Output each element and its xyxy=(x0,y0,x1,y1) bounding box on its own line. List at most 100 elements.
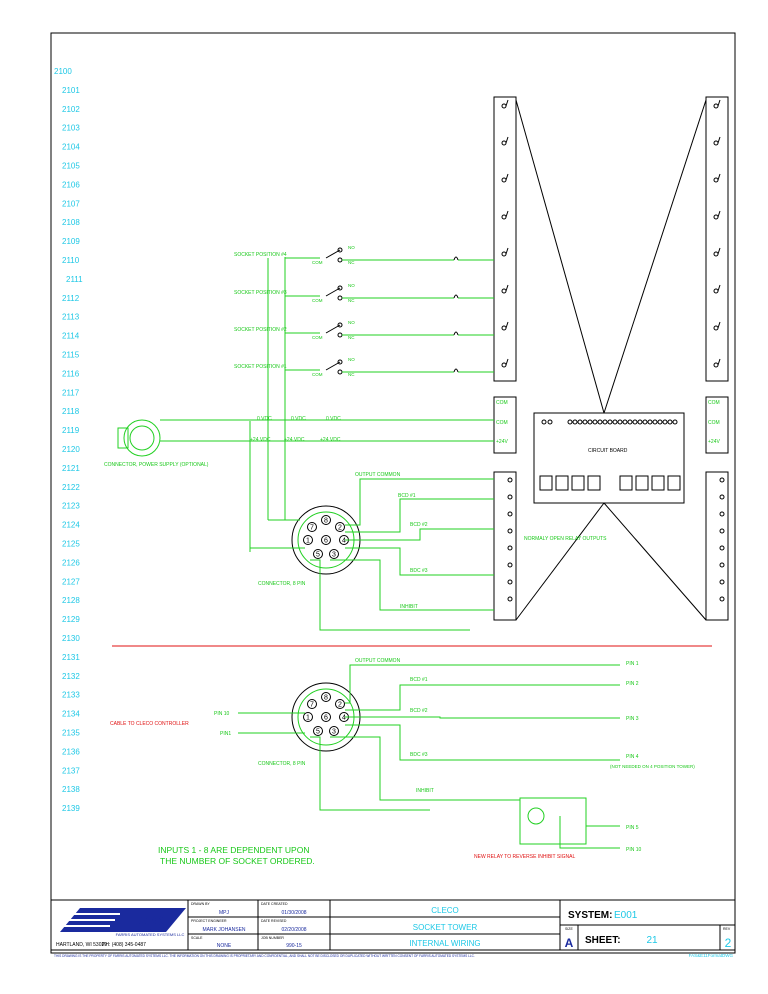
connector-8pin-label: CONNECTOR, 8 PIN xyxy=(258,761,306,767)
supply-voltage-label: 0 VDC xyxy=(257,416,272,422)
line-number: 2123 xyxy=(62,502,80,511)
connector-power-label: CONNECTOR, POWER SUPPLY (OPTIONAL) xyxy=(104,462,209,468)
output-common-label: OUTPUT COMMON xyxy=(355,472,401,478)
line-number: 2116 xyxy=(62,369,80,378)
fas-logo xyxy=(60,908,186,932)
size-value: A xyxy=(565,936,574,950)
relay-no-label: NO xyxy=(348,357,355,362)
line-number: 2110 xyxy=(62,256,80,265)
pin-label: PIN1 xyxy=(220,731,231,737)
drawing-title: CLECO xyxy=(431,906,459,915)
svg-text:5: 5 xyxy=(316,729,320,736)
pin-label: PIN 5 xyxy=(626,825,639,831)
page-border xyxy=(50,32,736,954)
circuit-board xyxy=(533,412,685,504)
socket-position-label: SOCKET POSITION #1 xyxy=(234,364,287,370)
rev-value: 2 xyxy=(725,936,732,950)
relay-nc-label: NC xyxy=(348,372,355,377)
line-number: 2120 xyxy=(62,445,80,454)
line-number: 2130 xyxy=(62,634,80,643)
logo-text: FAS xyxy=(126,913,165,935)
line-number: 2138 xyxy=(62,785,80,794)
svg-text:6: 6 xyxy=(324,538,328,545)
date-created-label: DATE CREATED xyxy=(261,902,288,906)
line-number: 2118 xyxy=(62,407,80,416)
line-number: 2124 xyxy=(62,521,80,530)
com-label: +24V xyxy=(496,439,508,445)
com-label: COM xyxy=(708,420,720,426)
com-label: COM xyxy=(496,420,508,426)
date-created-value: 01/30/2008 xyxy=(281,910,306,916)
sheet-label: SHEET: xyxy=(585,935,621,946)
address: HARTLAND, WI 53029 xyxy=(56,942,107,948)
disclaimer: THIS DRAWING IS THE PROPERTY OF FARRIS A… xyxy=(54,954,475,958)
svg-text:8: 8 xyxy=(324,518,328,525)
supply-voltage-label: 0 VDC xyxy=(326,416,341,422)
svg-text:4: 4 xyxy=(342,538,346,545)
bcd-label: BCD #2 xyxy=(410,708,428,714)
line-number: 2126 xyxy=(62,558,80,567)
com-label: COM xyxy=(496,400,508,406)
svg-text:5: 5 xyxy=(316,552,320,559)
line-number: 2103 xyxy=(62,124,80,133)
line-number: 2113 xyxy=(62,313,80,322)
line-number: 2100 xyxy=(54,67,72,76)
relay-nc-label: NC xyxy=(348,260,355,265)
relay-nc-label: NC xyxy=(348,335,355,340)
line-number: 2132 xyxy=(62,672,80,681)
line-number: 2127 xyxy=(62,577,80,586)
pin-label: PIN 10 xyxy=(626,847,642,853)
relay-com-label: COM xyxy=(312,298,323,303)
drawn-by-value: MPJ xyxy=(219,910,230,916)
project-engineer-label: PROJECT ENGINEER xyxy=(191,919,227,923)
company-name: FARRIS AUTOMATED SYSTEMS LLC xyxy=(116,932,185,937)
file-ref: FAS&E11FormatDWG xyxy=(689,953,734,958)
circuit-board-label: CIRCUIT BOARD xyxy=(588,448,628,454)
line-number: 2108 xyxy=(62,218,80,227)
pin-label: PIN 4 xyxy=(626,754,639,760)
date-revised-label: DATE REVISED xyxy=(261,919,287,923)
relay-nc-label: NC xyxy=(348,298,355,303)
line-number: 2104 xyxy=(62,143,80,152)
line-number: 2115 xyxy=(62,351,80,360)
size-label: SIZE xyxy=(565,927,573,931)
line-number: 2119 xyxy=(62,426,80,435)
system-value: E001 xyxy=(614,910,638,921)
line-number: 2105 xyxy=(62,162,80,171)
power-connector-symbol xyxy=(123,419,161,457)
line-number: 2114 xyxy=(62,332,80,341)
job-number-label: JOB NUMBER xyxy=(261,936,284,940)
socket-position-label: SOCKET POSITION #2 xyxy=(234,327,287,333)
connector-8pin-label: CONNECTOR, 8 PIN xyxy=(258,581,306,587)
terminal-strip-left xyxy=(493,96,517,382)
svg-text:4: 4 xyxy=(342,715,346,722)
pin-label: PIN 2 xyxy=(626,681,639,687)
bcd-label: BDC #3 xyxy=(410,752,428,758)
inhibit-label: INHIBIT xyxy=(416,788,434,794)
svg-text:1: 1 xyxy=(306,538,310,545)
line-number: 2106 xyxy=(62,180,80,189)
line-number: 2109 xyxy=(62,237,80,246)
relay-com-label: COM xyxy=(312,372,323,377)
system-label: SYSTEM: xyxy=(568,910,612,921)
supply-voltage-label: +24 VDC xyxy=(250,437,271,443)
inputs-note: THE NUMBER OF SOCKET ORDERED. xyxy=(160,856,315,866)
com-label: COM xyxy=(708,400,720,406)
job-number-value: 990-15 xyxy=(286,943,302,949)
line-number: 2117 xyxy=(62,388,80,397)
inverting-relay xyxy=(519,797,587,845)
line-numbers: 2100210121022103210421052106210721082109… xyxy=(54,67,83,813)
supply-voltage-label: 0 VDC xyxy=(291,416,306,422)
line-number: 2102 xyxy=(62,105,80,114)
bcd-label: BCD #2 xyxy=(410,522,428,528)
scale-value: NONE xyxy=(217,943,232,949)
line-number: 2125 xyxy=(62,540,80,549)
relay-terminal-left xyxy=(493,471,517,621)
output-common-label: OUTPUT COMMON xyxy=(355,658,401,664)
svg-text:3: 3 xyxy=(332,729,336,736)
relay-com-label: COM xyxy=(312,335,323,340)
line-number: 2129 xyxy=(62,615,80,624)
svg-text:6: 6 xyxy=(324,715,328,722)
project-engineer-value: MARK JOHANSEN xyxy=(202,927,245,933)
